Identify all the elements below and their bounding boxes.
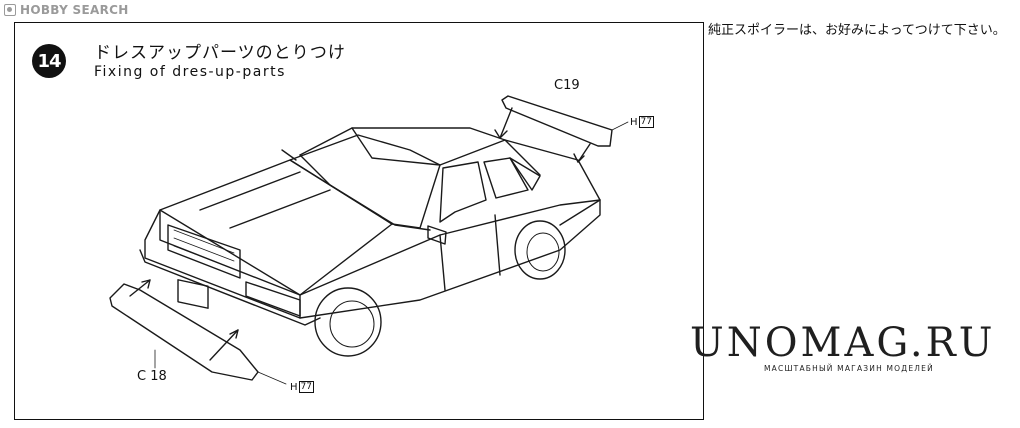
body-belt-line: [299, 199, 601, 296]
front-grille: [167, 224, 241, 279]
store-tagline: МАСШТАБНЫЙ МАГАЗИН МОДЕЛЕЙ: [764, 364, 934, 373]
hobby-search-watermark: HOBBY SEARCH: [4, 3, 129, 17]
rear-spoiler-label: C19: [554, 78, 580, 93]
front-bumper: [139, 249, 321, 326]
step-number-badge: 14: [32, 44, 66, 78]
car-roof-outline: [299, 127, 541, 176]
rear-side-window: [483, 157, 529, 199]
license-plate: [177, 279, 209, 309]
hobby-search-logo-icon: [4, 4, 16, 16]
step-title-japanese: ドレスアップパーツのとりつけ: [94, 43, 346, 63]
glue-code: 77: [298, 381, 314, 393]
trunk-lid: [504, 139, 601, 226]
store-logo-text: UNOMAG.RU: [690, 320, 996, 366]
front-side-window: [439, 161, 487, 223]
glue-prefix: H: [630, 116, 638, 128]
glue-code: 77: [638, 116, 654, 128]
car-hood: [159, 159, 393, 296]
rear-wheel: [514, 220, 566, 280]
front-spoiler-guide-right: [209, 329, 239, 361]
windshield-lower: [299, 154, 431, 231]
glue-prefix: H: [290, 381, 298, 393]
roof-rear-edge: [351, 127, 506, 166]
spoiler-note-japanese: 純正スポイラーは、お好みによってつけて下さい。: [708, 23, 1006, 38]
watermark-text: HOBBY SEARCH: [20, 3, 129, 17]
front-spoiler-guide-left: [129, 279, 151, 297]
rear-spoiler-guide-left: [499, 107, 513, 139]
front-spoiler-label: C 18: [137, 369, 167, 384]
headlight: [245, 281, 301, 317]
rear-spoiler-guide-right: [577, 143, 591, 163]
step-title-english: Fixing of dres-up-parts: [94, 64, 286, 80]
quarter-window: [509, 157, 541, 191]
rear-spoiler-part: [501, 95, 613, 147]
body-side-line: [299, 199, 601, 319]
instruction-step-frame: [14, 22, 704, 420]
front-wheel: [314, 287, 382, 357]
side-mirror: [427, 225, 447, 245]
